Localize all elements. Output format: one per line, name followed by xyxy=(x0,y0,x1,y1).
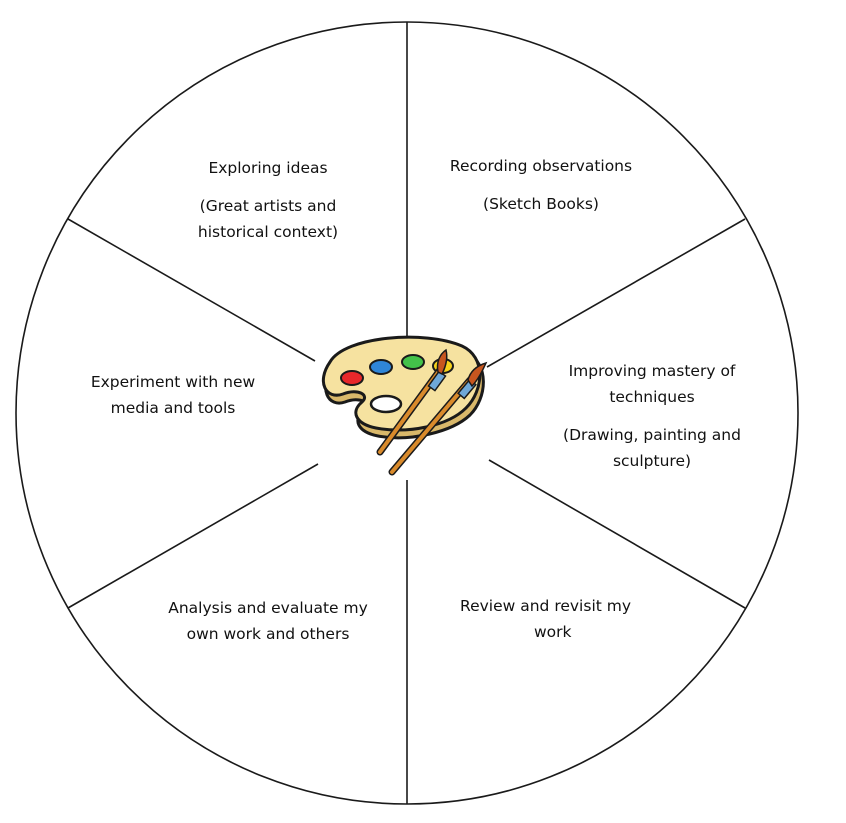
divider-upper-right xyxy=(486,218,746,368)
segment-subtitle: sculpture) xyxy=(612,452,692,470)
segment-title: techniques xyxy=(609,388,695,406)
divider-lower-right xyxy=(488,459,746,609)
segment-title: Review and revisit my xyxy=(460,597,632,615)
segment-title: Recording observations xyxy=(449,157,633,175)
segment-exploring-ideas: Exploring ideas (Great artists and histo… xyxy=(180,155,356,245)
segment-title: Improving mastery of xyxy=(568,362,736,380)
segment-title: Experiment with new xyxy=(90,373,256,391)
segment-experiment-media: Experiment with new media and tools xyxy=(80,369,266,421)
segment-subtitle: (Drawing, painting and xyxy=(563,426,741,444)
segment-title: Analysis and evaluate my xyxy=(168,599,368,617)
segment-analysis-evaluate: Analysis and evaluate my own work and ot… xyxy=(160,595,376,647)
segment-subtitle: historical context) xyxy=(197,223,339,241)
segment-title: own work and others xyxy=(186,625,350,643)
divider-lower-left xyxy=(67,463,319,609)
segment-subtitle: (Great artists and xyxy=(199,197,337,215)
segment-subtitle: (Sketch Books) xyxy=(483,195,599,213)
art-palette-icon xyxy=(321,335,488,476)
segment-title: media and tools xyxy=(110,399,236,417)
segment-title: work xyxy=(534,623,572,641)
segment-title: Exploring ideas xyxy=(208,159,328,177)
segment-improving-mastery: Improving mastery of techniques (Drawing… xyxy=(556,358,748,474)
segment-recording-observations: Recording observations (Sketch Books) xyxy=(440,153,642,217)
divider-upper-left xyxy=(67,218,316,362)
segment-review-revisit: Review and revisit my work xyxy=(460,593,650,645)
